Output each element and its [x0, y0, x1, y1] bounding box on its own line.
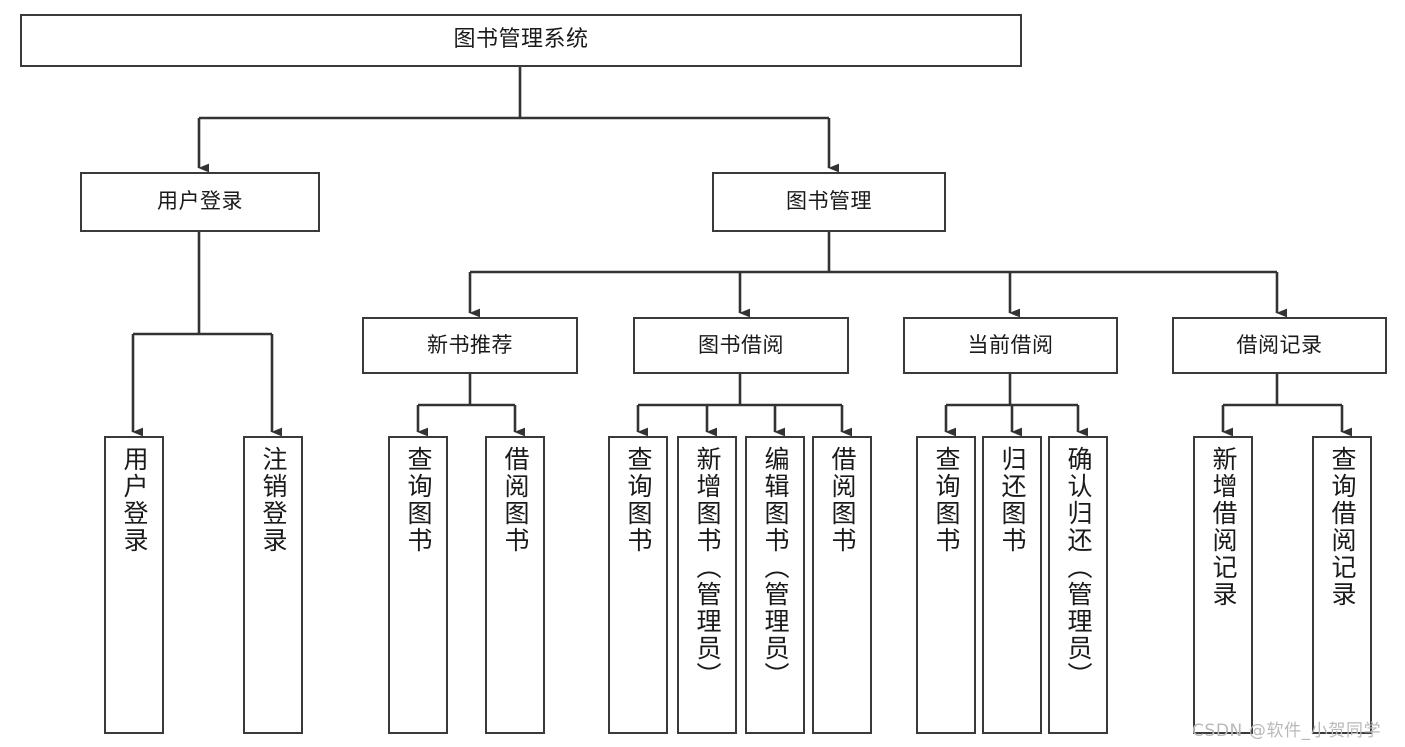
- leaf-borrow-book-1[interactable]: 借阅图书: [485, 436, 545, 734]
- leaf-borrow-book-2[interactable]: 借阅图书: [812, 436, 872, 734]
- node-root[interactable]: 图书管理系统: [20, 14, 1022, 67]
- node-book-manage[interactable]: 图书管理: [712, 172, 946, 232]
- node-current-borrow[interactable]: 当前借阅: [903, 317, 1118, 374]
- leaf-return-book[interactable]: 归还图书: [982, 436, 1042, 734]
- node-book-borrow-label: 图书借阅: [698, 332, 784, 357]
- leaf-add-book[interactable]: 新增图书（管理员）: [677, 436, 737, 734]
- leaf-query-record-label: 查询借阅记录: [1328, 446, 1357, 608]
- node-new-book-recommend[interactable]: 新书推荐: [362, 317, 578, 374]
- node-book-borrow[interactable]: 图书借阅: [633, 317, 849, 374]
- leaf-edit-book-label: 编辑图书（管理员）: [761, 446, 790, 689]
- node-book-manage-label: 图书管理: [786, 189, 872, 214]
- node-root-label: 图书管理系统: [453, 27, 589, 53]
- node-current-borrow-label: 当前借阅: [967, 332, 1054, 357]
- leaf-confirm-return[interactable]: 确认归还（管理员）: [1048, 436, 1108, 734]
- leaf-borrow-book-1-label: 借阅图书: [501, 446, 530, 554]
- node-borrow-record-label: 借阅记录: [1236, 332, 1323, 357]
- leaf-edit-book[interactable]: 编辑图书（管理员）: [745, 436, 805, 734]
- leaf-add-book-label: 新增图书（管理员）: [693, 446, 722, 689]
- leaf-borrow-book-2-label: 借阅图书: [828, 446, 857, 554]
- leaf-query-book-1-label: 查询图书: [404, 446, 433, 554]
- node-user-login-label: 用户登录: [157, 189, 243, 214]
- leaf-query-book-3[interactable]: 查询图书: [916, 436, 976, 734]
- leaf-user-login[interactable]: 用户登录: [104, 436, 164, 734]
- leaf-query-record[interactable]: 查询借阅记录: [1312, 436, 1372, 734]
- leaf-add-record[interactable]: 新增借阅记录: [1193, 436, 1253, 734]
- leaf-return-book-label: 归还图书: [998, 446, 1027, 554]
- csdn-watermark: CSDN @软件_小贺同学: [1192, 721, 1382, 741]
- leaf-query-book-2-label: 查询图书: [624, 446, 653, 554]
- leaf-user-login-label: 用户登录: [120, 446, 149, 554]
- leaf-query-book-2[interactable]: 查询图书: [608, 436, 668, 734]
- node-borrow-record[interactable]: 借阅记录: [1172, 317, 1387, 374]
- node-new-book-recommend-label: 新书推荐: [427, 332, 513, 357]
- leaf-query-book-1[interactable]: 查询图书: [388, 436, 448, 734]
- leaf-query-book-3-label: 查询图书: [932, 446, 961, 554]
- leaf-logout[interactable]: 注销登录: [243, 436, 303, 734]
- leaf-confirm-return-label: 确认归还（管理员）: [1064, 446, 1093, 689]
- leaf-add-record-label: 新增借阅记录: [1209, 446, 1238, 608]
- node-user-login[interactable]: 用户登录: [80, 172, 320, 232]
- leaf-logout-label: 注销登录: [259, 446, 288, 554]
